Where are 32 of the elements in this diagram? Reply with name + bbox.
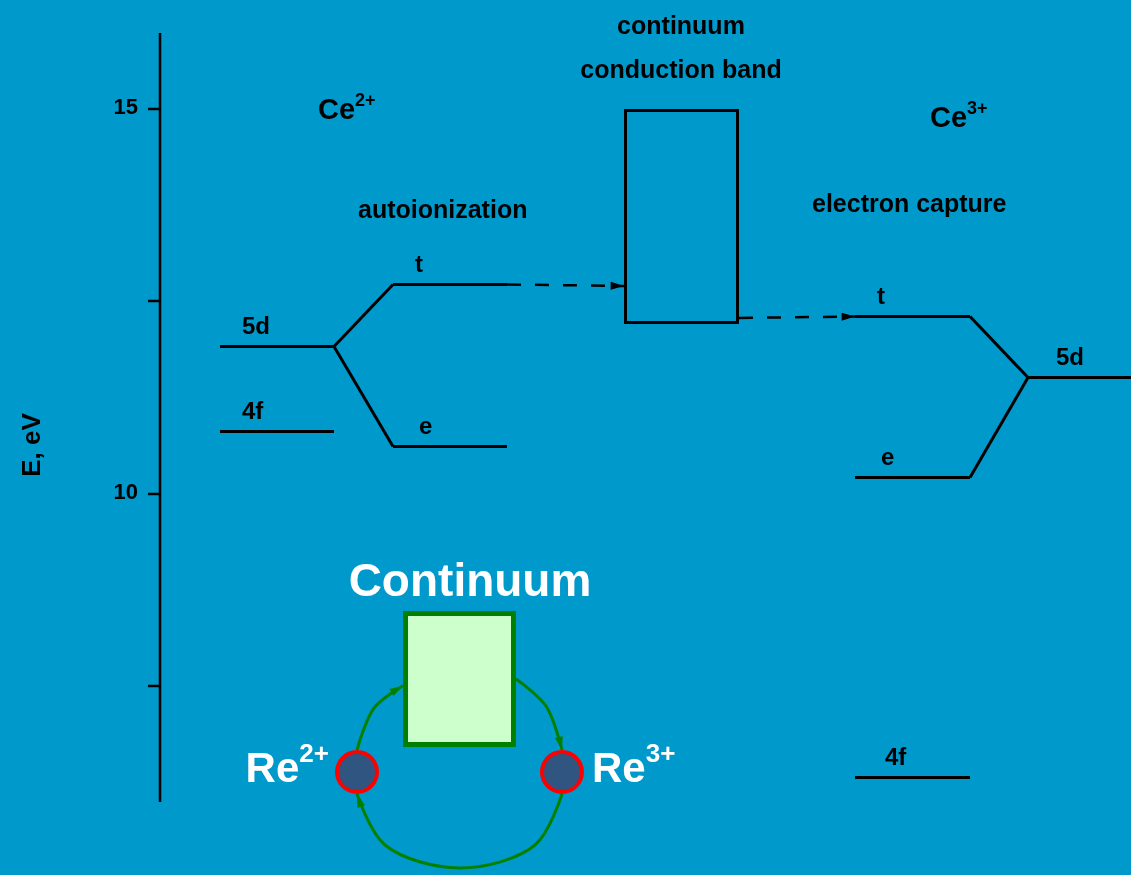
process-label: autoionization (358, 194, 528, 224)
tick-label: 10 (112, 479, 138, 506)
level-label: e (419, 412, 433, 440)
arrow (739, 312, 855, 321)
splitting-line (968, 376, 1030, 479)
level-label: t (415, 250, 423, 278)
level-label: 4f (885, 743, 907, 771)
splitting-line (332, 283, 395, 348)
splitting-line (332, 345, 395, 448)
energy-level-line (220, 314, 334, 348)
process-label: electron capture (812, 188, 1007, 218)
level-label: 5d (1056, 343, 1084, 371)
level-label: 4f (242, 397, 264, 425)
arrow (515, 677, 564, 751)
energy-level-line (1028, 345, 1131, 379)
ion-label: Re$^{3+}$ (592, 743, 676, 793)
level-label: e (881, 443, 895, 471)
axis-title: E, eV (16, 413, 48, 477)
tick-label: 15 (112, 94, 138, 121)
band-label: continuum conduction band (579, 10, 783, 85)
arrow (355, 793, 564, 870)
ion-title: Ce$^{3+}$ (930, 100, 988, 135)
energy-level-line (855, 745, 970, 779)
level-label: t (877, 282, 885, 310)
continuum-label: Continuum (347, 553, 593, 608)
arrow (355, 684, 404, 751)
level-label: 5d (242, 312, 270, 340)
ion-label: Re$^{2+}$ (245, 743, 329, 793)
energy-level-line (220, 399, 334, 433)
arrow (507, 281, 624, 290)
splitting-line (968, 315, 1030, 379)
ion-title: Ce$^{2+}$ (318, 92, 376, 127)
